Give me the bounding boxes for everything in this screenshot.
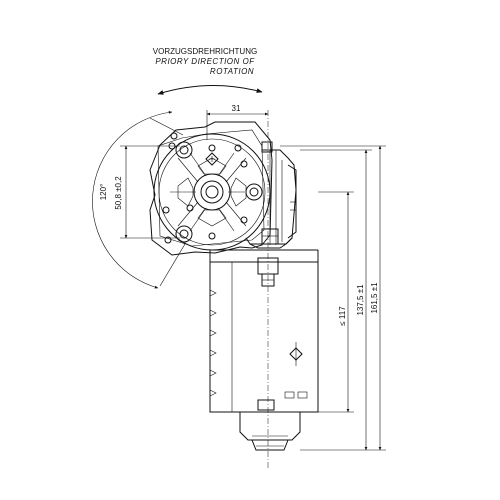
end-cap xyxy=(239,399,301,451)
worm-housing xyxy=(261,141,297,245)
dim-31: 31 xyxy=(206,104,269,140)
mounting-bolts xyxy=(162,132,263,244)
rotation-label-en-line1: PRIORY DIRECTION OF xyxy=(155,57,255,66)
motor-body xyxy=(209,257,319,413)
rotation-label-de: VORZUGSDREHRICHTUNG xyxy=(153,47,257,56)
dim-161-5: 161,5 ±1 xyxy=(280,145,386,451)
dim-120-angle: 120° xyxy=(92,110,186,289)
coupling xyxy=(209,228,319,262)
rotation-arrow-icon xyxy=(157,84,263,95)
diamond-marker-icon xyxy=(205,152,219,166)
dim-50-8-label: 50,8 ±0,2 xyxy=(114,176,123,210)
dim-31-label: 31 xyxy=(232,104,241,113)
dim-137-5-label: 137,5 ±1 xyxy=(356,284,365,316)
rotation-label-en-line2: ROTATION xyxy=(210,67,254,76)
dim-117-label: ≤ 117 xyxy=(338,306,347,326)
dim-117: ≤ 117 xyxy=(318,191,354,413)
dim-120-label: 120° xyxy=(99,184,108,201)
dim-137-5: 137,5 ±1 xyxy=(300,149,386,451)
dim-161-5-label: 161,5 ±1 xyxy=(370,282,379,314)
